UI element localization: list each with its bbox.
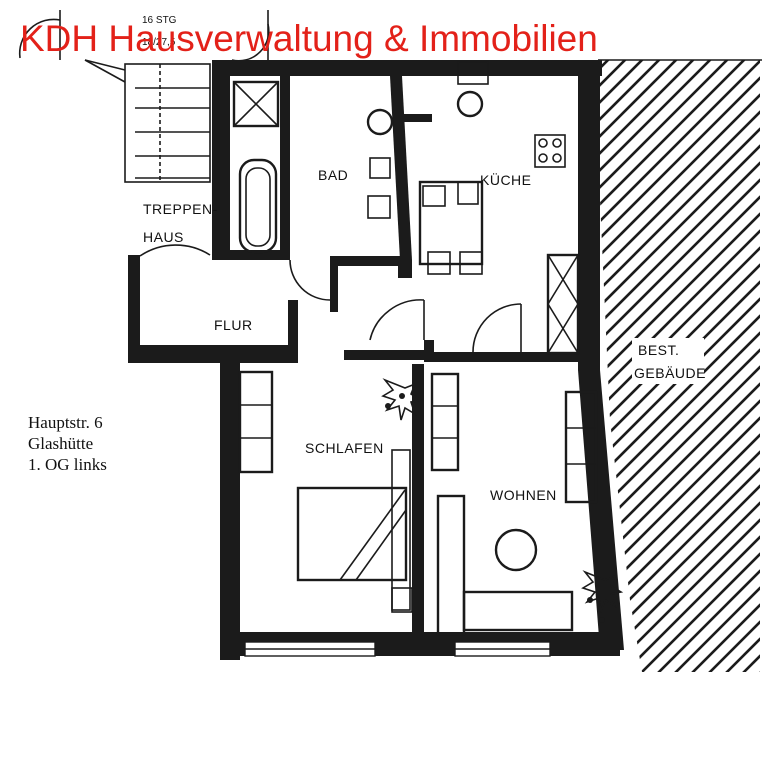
plant-icon <box>581 570 624 623</box>
living-furniture <box>430 372 598 636</box>
room-label-treppenhaus: TREPPEN- <box>143 201 218 217</box>
hatch-line <box>598 60 760 672</box>
doors <box>139 244 522 353</box>
hatch-line <box>598 60 760 672</box>
stair-note-line2: 18/27,5 <box>142 37 176 48</box>
hatch-line <box>598 60 760 672</box>
interior-walls <box>212 76 582 634</box>
room-label-best: BEST. <box>638 342 679 358</box>
hatch-line <box>598 60 760 672</box>
hatch-line <box>621 60 760 672</box>
hatch-line <box>598 60 760 672</box>
hatch-line <box>598 60 760 672</box>
address-block: Hauptstr. 6 Glashütte 1. OG links <box>28 412 107 475</box>
windows-bottom <box>244 641 551 657</box>
hatch-line <box>598 60 748 672</box>
hatch-line <box>598 60 760 672</box>
hatch-line <box>598 60 760 672</box>
stairwell <box>84 59 211 183</box>
bath-fixtures <box>232 80 394 254</box>
address-city: Glashütte <box>28 434 94 453</box>
hatch-line <box>757 60 760 672</box>
hatch-line <box>598 60 760 672</box>
hatch-line <box>598 60 760 672</box>
brand-title: KDH Hausverwaltung & Immobilien <box>20 18 598 59</box>
hatch-line <box>598 60 760 672</box>
hatch-line <box>598 60 760 672</box>
hatch-line <box>598 60 760 672</box>
hatch-line <box>598 60 760 672</box>
stair-note-line1: 16 STG <box>142 15 177 26</box>
hatch-line <box>598 60 731 672</box>
room-label-wohnen: WOHNEN <box>490 487 557 503</box>
hatch-line <box>598 60 760 672</box>
address-unit: 1. OG links <box>28 455 107 474</box>
room-label-treppenhaus-2: HAUS <box>143 229 184 245</box>
room-label-bad: BAD <box>318 167 348 183</box>
address-street: Hauptstr. 6 <box>28 413 103 432</box>
room-label-gebaeude: GEBÄUDE <box>634 365 706 381</box>
hatch-line <box>598 60 760 672</box>
kitchen-fixtures <box>418 61 580 355</box>
room-label-schlafen: SCHLAFEN <box>305 440 384 456</box>
bedroom-furniture <box>238 370 413 613</box>
hatch-line <box>689 60 760 672</box>
hatch-line <box>598 60 760 672</box>
hatch-line <box>598 60 760 672</box>
room-label-kueche: KÜCHE <box>480 171 532 188</box>
hatch-line <box>598 60 760 672</box>
room-label-flur: FLUR <box>214 317 253 333</box>
hatch-line <box>598 60 760 672</box>
plant-icon <box>381 378 424 421</box>
hatch-line <box>638 60 760 672</box>
hatch-line <box>604 60 760 672</box>
door-swing-arc <box>18 18 61 59</box>
